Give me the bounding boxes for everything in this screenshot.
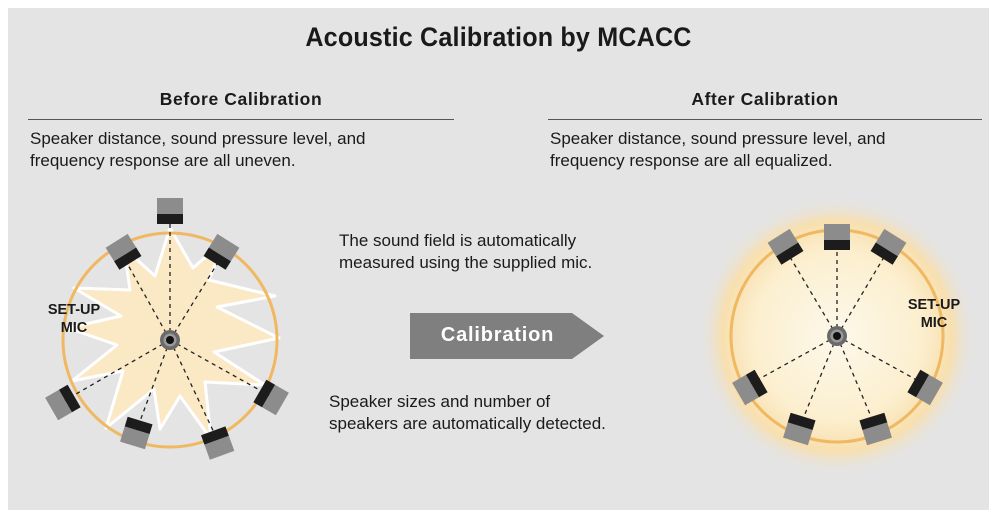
- before-mic-label: SET-UP MIC: [36, 301, 112, 337]
- after-diagram: [697, 196, 977, 476]
- detection-note: Speaker sizes and number of speakers are…: [329, 391, 606, 435]
- detection-note-line1: Speaker sizes and number of: [329, 392, 551, 411]
- after-heading: After Calibration: [691, 89, 839, 109]
- after-mic-line2: MIC: [920, 315, 948, 331]
- mic-icon: [160, 330, 180, 350]
- calibration-arrow: [410, 313, 604, 359]
- after-mic-label: SET-UP MIC: [896, 296, 972, 332]
- before-desc-line1: Speaker distance, sound pressure level, …: [30, 129, 366, 148]
- measurement-note: The sound field is automatically measure…: [339, 230, 592, 274]
- measurement-note-line1: The sound field is automatically: [339, 231, 577, 250]
- before-desc-line2: frequency response are all uneven.: [30, 151, 296, 170]
- after-dashed-lines: [749, 244, 925, 427]
- speaker-icon: [157, 198, 183, 224]
- after-rule: [548, 119, 982, 120]
- mic-icon: [827, 326, 847, 346]
- diagram-title: Acoustic Calibration by MCACC: [305, 22, 692, 52]
- before-diagram: [45, 198, 289, 460]
- after-description: Speaker distance, sound pressure level, …: [550, 128, 885, 172]
- before-mic-line2: MIC: [60, 320, 88, 336]
- before-rule: [28, 119, 454, 120]
- speaker-icon: [824, 224, 850, 250]
- before-heading: Before Calibration: [159, 89, 323, 109]
- calibration-label: Calibration: [440, 324, 555, 346]
- after-desc-line2: frequency response are all equalized.: [550, 151, 833, 170]
- after-desc-line1: Speaker distance, sound pressure level, …: [550, 129, 886, 148]
- measurement-note-line2: measured using the supplied mic.: [339, 253, 593, 272]
- detection-note-line2: speakers are automatically detected.: [329, 414, 606, 433]
- before-dashed-lines: [61, 222, 273, 442]
- after-mic-line1: SET-UP: [907, 297, 961, 313]
- before-mic-line1: SET-UP: [47, 302, 101, 318]
- before-description: Speaker distance, sound pressure level, …: [30, 128, 365, 172]
